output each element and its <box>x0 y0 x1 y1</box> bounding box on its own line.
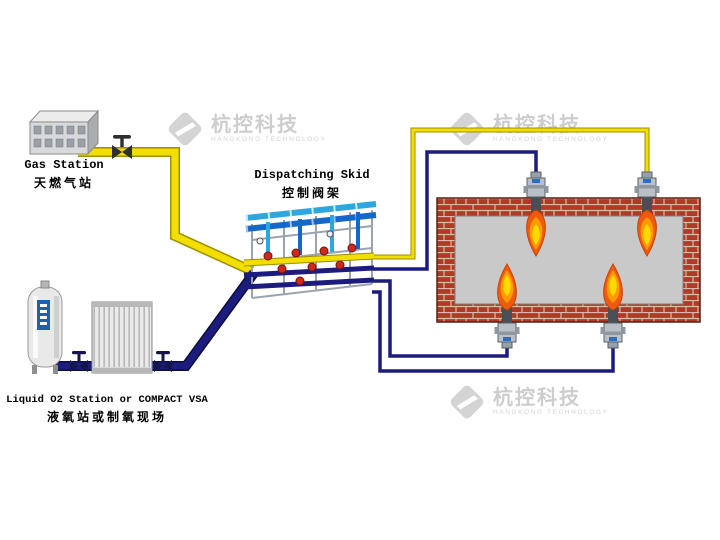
pressure-gauge <box>326 230 334 238</box>
oxygen-distribution-line-bottom-left <box>372 279 509 358</box>
dispatching-skid-label-zh: 控制阀架 <box>281 186 342 200</box>
gas-station-label-zh: 天燃气站 <box>33 176 94 190</box>
o2-valve-icon <box>154 351 172 372</box>
o2-station-label-en: Liquid O2 Station or COMPACT VSA <box>6 394 208 406</box>
gas-distribution-line-top <box>372 127 650 260</box>
dispatching-skid <box>243 200 377 299</box>
dispatching-skid-label: Dispatching Skid 控制阀架 <box>242 168 382 201</box>
building-windows <box>33 125 86 148</box>
pressure-gauge <box>256 237 264 245</box>
skid-oxygen-manifold <box>243 277 375 290</box>
skid-oxygen-manifold <box>243 265 375 278</box>
gas-station-label: Gas Station 天燃气站 <box>8 158 120 191</box>
skid-header-pipe <box>245 201 377 221</box>
o2-station-label-zh: 液氧站或制氧现场 <box>46 410 167 424</box>
skid-gas-manifold <box>243 253 375 266</box>
gas-valve-icon <box>112 135 132 159</box>
gas-station-label-en: Gas Station <box>24 158 104 172</box>
o2-valve-icon <box>70 351 88 372</box>
liquid-o2-tank <box>27 280 63 374</box>
o2-station-label: Liquid O2 Station or COMPACT VSA 液氧站或制氧现… <box>2 394 212 425</box>
vaporizer-bank <box>91 301 153 374</box>
gas-station-building <box>28 109 100 156</box>
oxygen-distribution-line-top <box>372 150 538 271</box>
skid-valve-wheels <box>263 243 357 286</box>
furnace <box>436 197 701 323</box>
tank-label <box>37 300 50 330</box>
oxygen-distribution-line-bottom-right <box>372 290 615 373</box>
dispatching-skid-label-en: Dispatching Skid <box>254 168 370 182</box>
